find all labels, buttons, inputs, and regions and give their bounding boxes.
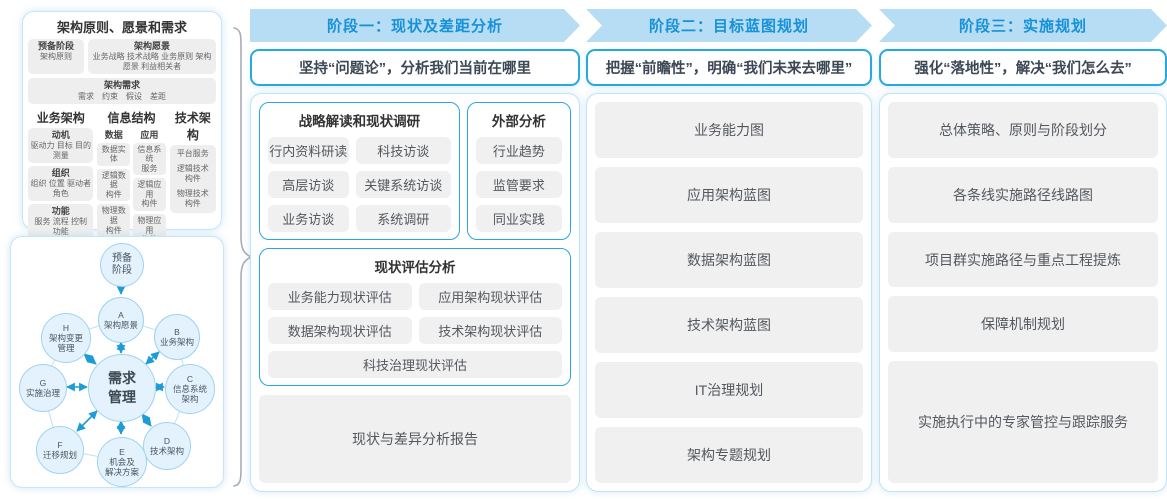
list-item: 总体策略、原则与阶段划分 [888,102,1158,158]
external-analysis-title: 外部分析 [491,114,546,129]
business-item: 组织 组织 位置 驱动者 角色 [28,165,94,201]
information-structure-col: 信息结构 数据 数据实体 逻辑数据 构件 物理数据 构件 应用 信息系统 服务 [97,108,166,247]
adm-node-h: H 架构变更 管理 [41,313,91,363]
business-item: 功能 服务 流程 控制 功能 [28,204,94,240]
adm-node-e: E 机会及 解决方案 [97,437,147,487]
adm-node-a: A 架构愿景 [98,297,144,343]
data-item: 逻辑数据 构件 [97,168,131,202]
list-item: 业务访谈 [268,205,349,232]
prep-phase-sub: 架构原则 [40,52,72,62]
application-item: 逻辑应用 构件 [133,178,166,212]
data-subcol: 数据 数据实体 逻辑数据 构件 物理数据 构件 [97,128,131,247]
application-subcol: 应用 信息系统 服务 逻辑应用 构件 物理应用 构件 [133,128,166,247]
business-item: 动机 驱动力 目标 目的 测量 [28,127,94,163]
business-item-sub: 驱动力 目标 目的 测量 [30,140,91,160]
list-item: 架构专题规划 [595,427,863,483]
assessment-group: 现状评估分析 业务能力现状评估 应用架构现状评估 数据架构现状评估 技术架构现状… [259,248,571,386]
business-architecture-title: 业务架构 [36,110,85,125]
list-item: 系统调研 [355,205,451,232]
list-item: 业务能力现状评估 [268,283,412,310]
list-item: 数据架构现状评估 [268,317,412,344]
phase-3-column: 阶段三：实施规划 强化“落地性”，解决“我们怎么去” 总体策略、原则与阶段划分 … [879,0,1167,499]
assessment-title: 现状评估分析 [374,260,456,275]
list-item: 应用架构蓝图 [595,167,863,223]
list-item: 保障机制规划 [888,296,1158,353]
adm-node-prep: 预备 阶段 [100,243,144,287]
requirements-sub: 需求 约束 假设 差距 [78,91,166,101]
business-item-sub: 服务 流程 控制 功能 [34,217,87,237]
requirements-row: 架构需求 需求 约束 假设 差距 [28,78,216,104]
list-item: 技术架构现状评估 [418,317,562,344]
data-item: 数据实体 [97,142,131,166]
phase-3-header-band: 阶段三：实施规划 [879,9,1167,42]
phase-1-header-band: 阶段一：现状及差距分析 [250,9,580,42]
principles-panel: 架构原则、愿景和需求 预备阶段 架构原则 架构愿景 业务战略 技术战略 业务原则… [22,11,222,286]
list-item: 应用架构现状评估 [418,283,562,310]
phase-3-content: 总体策略、原则与阶段划分 各条线实施路径线路图 项目群实施路径与重点工程提炼 保… [879,93,1167,492]
technical-architecture-title: 技术架构 [174,110,211,142]
list-item: 行内资料研读 [268,137,349,164]
application-title: 应用 [140,129,159,140]
phase-2-header-band: 阶段二：目标蓝图规划 [586,9,872,42]
business-architecture-col: 业务架构 动机 驱动力 目标 目的 测量 组织 组织 位置 驱动者 角色 功能 … [28,108,94,247]
phase-1-subtitle: 坚持“问题论”，分析我们当前在哪里 [250,49,580,86]
adm-node-g: G 实施治理 [19,364,67,412]
phase-3-subtitle: 强化“落地性”，解决“我们怎么去” [879,49,1167,86]
architecture-columns: 业务架构 动机 驱动力 目标 目的 测量 组织 组织 位置 驱动者 角色 功能 … [28,108,216,247]
phase-1-content: 战略解读和现状调研 行内资料研读 科技访谈 高层访谈 关键系统访谈 业务访谈 系… [250,93,580,492]
principles-panel-title: 架构原则、愿景和需求 [56,20,187,35]
tech-item: 逻辑技术 构件 [176,163,209,183]
list-item: 技术架构蓝图 [595,297,863,353]
list-item: 科技访谈 [355,137,451,164]
list-item: 高层访谈 [268,171,349,198]
list-item: 项目群实施路径与重点工程提炼 [888,231,1158,288]
business-item-sub: 组织 位置 驱动者 角色 [30,179,91,198]
list-item: 行业趋势 [475,137,562,164]
tech-item: 物理技术 构件 [176,188,209,208]
strategy-research-group: 战略解读和现状调研 行内资料研读 科技访谈 高层访谈 关键系统访谈 业务访谈 系… [259,102,460,240]
business-item-title: 组织 [51,167,70,178]
vision-title: 架构愿景 [133,41,170,51]
list-item: 数据架构蓝图 [595,232,863,288]
external-analysis-group: 外部分析 行业趋势 监管要求 同业实践 [466,102,571,240]
list-item: IT治理规划 [595,362,863,418]
phase-1-column: 阶段一：现状及差距分析 坚持“问题论”，分析我们当前在哪里 战略解读和现状调研 … [250,0,580,499]
list-item: 科技治理现状评估 [268,351,562,378]
list-item: 业务能力图 [595,102,863,158]
adm-node-b: B 业务架构 [154,314,200,360]
prep-phase-chip: 预备阶段 架构原则 [28,39,84,75]
phase-2-column: 阶段二：目标蓝图规划 把握“前瞻性”，明确“我们未来去哪里” 业务能力图 应用架… [586,0,872,499]
business-item-title: 功能 [51,206,70,216]
phase-2-subtitle: 把握“前瞻性”，明确“我们未来去哪里” [586,49,872,86]
requirements-title: 架构需求 [103,80,140,91]
technical-architecture-col: 技术架构 平台服务 逻辑技术 构件 物理技术 构件 [169,108,216,247]
application-item: 信息系统 服务 [133,142,166,176]
gap-analysis-report-box: 现状与差异分析报告 [259,395,571,483]
adm-node-f: F 迁移规划 [36,426,84,474]
adm-node-d: D 技术架构 [143,422,191,470]
adm-node-c: C 信息系统 架构 [165,364,215,414]
business-item-title: 动机 [51,129,70,140]
phase-2-content: 业务能力图 应用架构蓝图 数据架构蓝图 技术架构蓝图 IT治理规划 架构专题规划 [586,93,872,492]
adm-center-requirements: 需求 管理 [88,354,156,422]
data-item: 物理数据 构件 [97,204,131,238]
vision-sub: 业务战略 技术战略 业务原则 架构愿景 利益相关者 [92,52,212,72]
list-item: 监管要求 [475,171,562,198]
technical-architecture-chip: 平台服务 逻辑技术 构件 物理技术 构件 [169,144,216,213]
vision-chip: 架构愿景 业务战略 技术战略 业务原则 架构愿景 利益相关者 [88,39,216,75]
prep-phase-title: 预备阶段 [37,41,74,51]
list-item: 同业实践 [475,205,562,232]
list-item: 各条线实施路径线路图 [888,166,1158,223]
list-item: 关键系统访谈 [355,171,451,198]
data-title: 数据 [104,129,123,140]
information-structure-title: 信息结构 [107,110,156,125]
requirements-chip: 架构需求 需求 约束 假设 差距 [28,78,216,104]
list-item: 实施执行中的专家管控与跟踪服务 [888,361,1158,484]
tech-item: 平台服务 [176,148,209,158]
adm-cycle-panel: 预备 阶段 A 架构愿景 B 业务架构 C 信息系统 架构 D 技术架构 E 机… [10,236,224,488]
prep-vision-row: 预备阶段 架构原则 架构愿景 业务战略 技术战略 业务原则 架构愿景 利益相关者 [28,39,216,75]
strategy-research-title: 战略解读和现状调研 [298,114,421,129]
